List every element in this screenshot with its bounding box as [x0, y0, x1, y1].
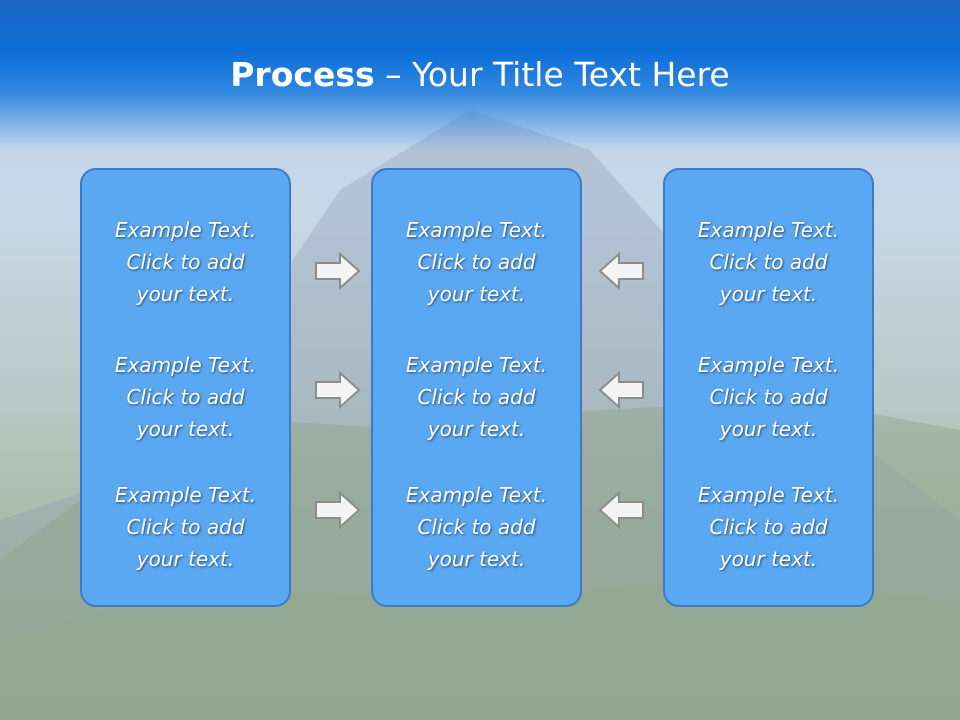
text-line: your text.	[136, 547, 235, 571]
text-line: your text.	[719, 417, 818, 441]
process-box-left[interactable]: Example Text. Click to add your text. Ex…	[80, 168, 291, 607]
text-line: Example Text.	[405, 353, 548, 377]
text-line: your text.	[427, 282, 526, 306]
text-line: Example Text.	[697, 353, 840, 377]
text-line: Example Text.	[405, 218, 548, 242]
header-band	[0, 0, 960, 150]
text-line: Click to add	[417, 250, 536, 274]
text-line: Example Text.	[114, 218, 257, 242]
text-line: your text.	[719, 547, 818, 571]
text-block[interactable]: Example Text. Click to add your text.	[82, 214, 289, 310]
text-line: Click to add	[709, 250, 828, 274]
text-line: Example Text.	[697, 218, 840, 242]
right-arrow-icon	[315, 370, 361, 410]
text-block[interactable]: Example Text. Click to add your text.	[373, 349, 580, 445]
process-box-right[interactable]: Example Text. Click to add your text. Ex…	[663, 168, 874, 607]
text-line: Click to add	[417, 385, 536, 409]
title-bold: Process	[230, 55, 375, 94]
text-line: your text.	[427, 417, 526, 441]
text-block[interactable]: Example Text. Click to add your text.	[665, 479, 872, 575]
text-line: Click to add	[126, 385, 245, 409]
right-arrow-icon	[315, 490, 361, 530]
left-arrow-icon	[598, 251, 644, 291]
right-arrow-icon	[315, 251, 361, 291]
text-line: Example Text.	[697, 483, 840, 507]
text-line: Click to add	[126, 515, 245, 539]
text-line: your text.	[427, 547, 526, 571]
text-block[interactable]: Example Text. Click to add your text.	[373, 479, 580, 575]
text-block[interactable]: Example Text. Click to add your text.	[82, 479, 289, 575]
title-rest: – Your Title Text Here	[374, 55, 730, 94]
text-line: Click to add	[126, 250, 245, 274]
text-line: Example Text.	[114, 483, 257, 507]
text-block[interactable]: Example Text. Click to add your text.	[665, 349, 872, 445]
process-box-center[interactable]: Example Text. Click to add your text. Ex…	[371, 168, 582, 607]
text-line: Example Text.	[405, 483, 548, 507]
text-line: your text.	[136, 282, 235, 306]
text-line: Click to add	[709, 385, 828, 409]
slide-title[interactable]: Process – Your Title Text Here	[0, 52, 960, 98]
text-block[interactable]: Example Text. Click to add your text.	[82, 349, 289, 445]
left-arrow-icon	[598, 490, 644, 530]
text-line: Click to add	[709, 515, 828, 539]
text-line: Click to add	[417, 515, 536, 539]
text-line: your text.	[719, 282, 818, 306]
left-arrow-icon	[598, 370, 644, 410]
text-line: Example Text.	[114, 353, 257, 377]
text-line: your text.	[136, 417, 235, 441]
text-block[interactable]: Example Text. Click to add your text.	[373, 214, 580, 310]
text-block[interactable]: Example Text. Click to add your text.	[665, 214, 872, 310]
